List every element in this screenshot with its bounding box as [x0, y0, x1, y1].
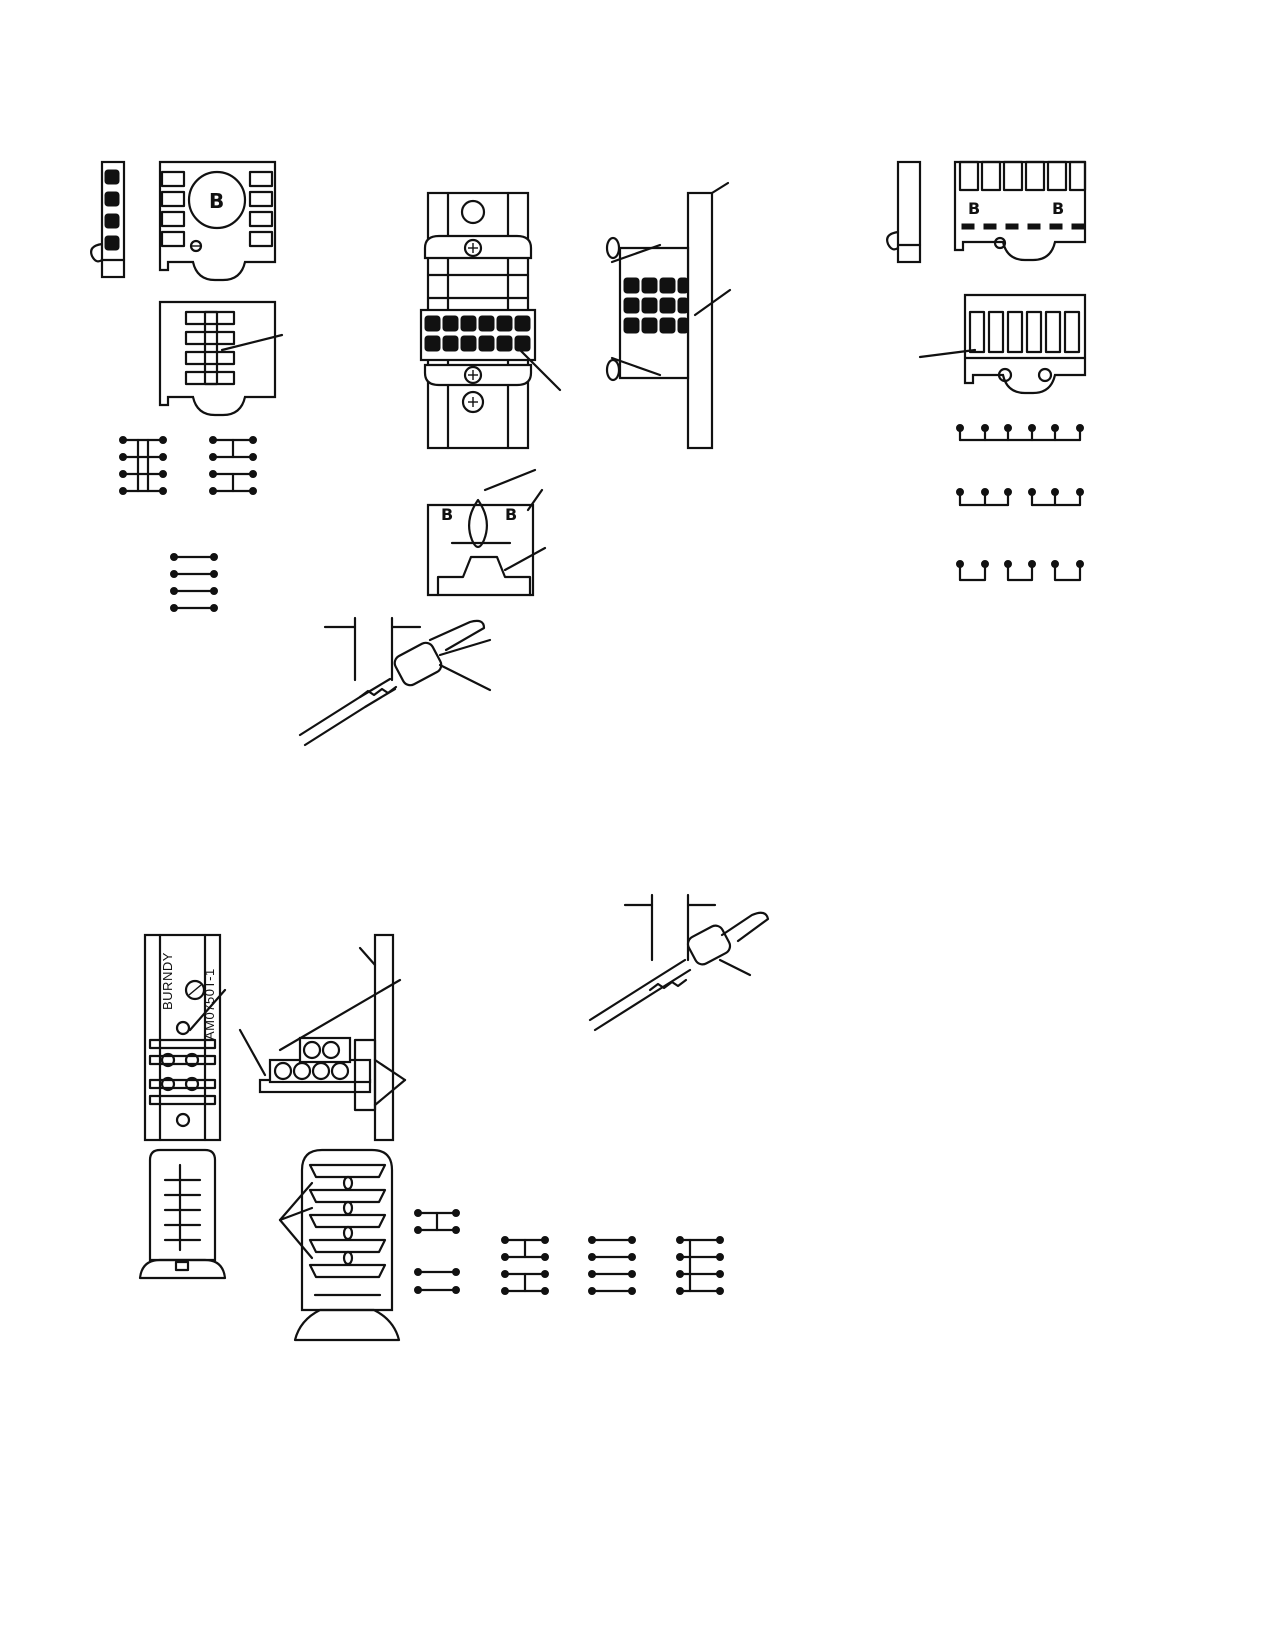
quick-connect-block-bottom-view	[918, 293, 1087, 395]
small-block-side-view	[90, 160, 126, 279]
leader-arrow	[278, 1206, 314, 1222]
quick-connect-block-side-view	[886, 160, 922, 264]
quick-connect-jumper-c	[956, 560, 1084, 582]
quick-connect-jumper-b	[956, 488, 1084, 507]
leader-arrow	[526, 488, 544, 512]
burndy-block-front-view: BURNDY AM0750T-1	[143, 933, 227, 1142]
brand-mark-icon: B	[1052, 199, 1064, 218]
wire-and-pin-terminal-lower	[588, 893, 770, 1032]
block-brand-label: BURNDY	[160, 952, 175, 1010]
leader-arrow	[373, 1058, 407, 1082]
leader-arrow	[718, 958, 752, 977]
jumper-diagram-left-a	[119, 436, 167, 495]
leader-arrow	[693, 288, 732, 317]
block-part-number-label: AM0750T-1	[202, 968, 217, 1040]
side-view-terminal-grid	[623, 277, 689, 334]
small-block-top-view: B	[158, 160, 277, 282]
leader-arrow	[918, 348, 977, 359]
adjust-screw-icon	[184, 979, 206, 1001]
leader-arrow	[278, 978, 402, 1052]
rail-block-terminal-row-lower	[424, 335, 531, 352]
jumper-diagram-bottom-d	[676, 1236, 724, 1295]
rail-block-terminal-row-upper	[424, 315, 531, 332]
jumper-diagram-bottom-a	[414, 1209, 460, 1294]
wire-and-pin-terminal-upper	[298, 616, 492, 747]
leader-arrow	[188, 988, 227, 1032]
quick-connect-jumper-a	[956, 424, 1084, 442]
top-view-left-terminals	[160, 170, 186, 248]
brand-mark-icon: B	[209, 189, 224, 213]
leader-arrow	[238, 1028, 267, 1077]
brand-mark-icon: B	[968, 199, 980, 218]
stacked-clamp-plates	[308, 1163, 387, 1279]
jumper-diagram-bottom-c	[588, 1236, 636, 1295]
mount-screw-icon	[993, 236, 1007, 250]
leader-arrow	[483, 468, 537, 492]
leader-arrow	[220, 333, 284, 352]
burndy-block-side-view	[238, 933, 407, 1142]
jumper-diagram-bottom-b	[501, 1236, 549, 1295]
jumper-diagram-left-c	[170, 553, 218, 612]
leader-arrow	[503, 546, 547, 572]
brand-mark-icon: B	[505, 505, 517, 524]
leader-arrow	[278, 1218, 314, 1260]
rail-block-end-view: B B	[426, 468, 547, 597]
leader-arrow	[438, 638, 492, 657]
brand-mark-icon: B	[441, 505, 453, 524]
leader-arrow	[518, 348, 562, 392]
leader-arrow	[278, 1181, 314, 1222]
rail-block-side-view	[605, 181, 732, 450]
rail-block-front-view	[419, 191, 562, 450]
clamp-screw-icon	[463, 238, 483, 258]
jumper-diagram-left-b	[209, 436, 257, 495]
rail-stud-icon	[460, 199, 486, 225]
burndy-block-stacked-view	[278, 1148, 401, 1342]
top-view-right-terminals	[248, 170, 274, 248]
side-view-terminals	[104, 169, 120, 251]
quick-connect-block-top-view: B B	[953, 160, 1087, 262]
burndy-block-end-view	[138, 1148, 227, 1280]
leader-arrow	[438, 663, 492, 692]
small-block-bottom-view	[158, 300, 284, 417]
